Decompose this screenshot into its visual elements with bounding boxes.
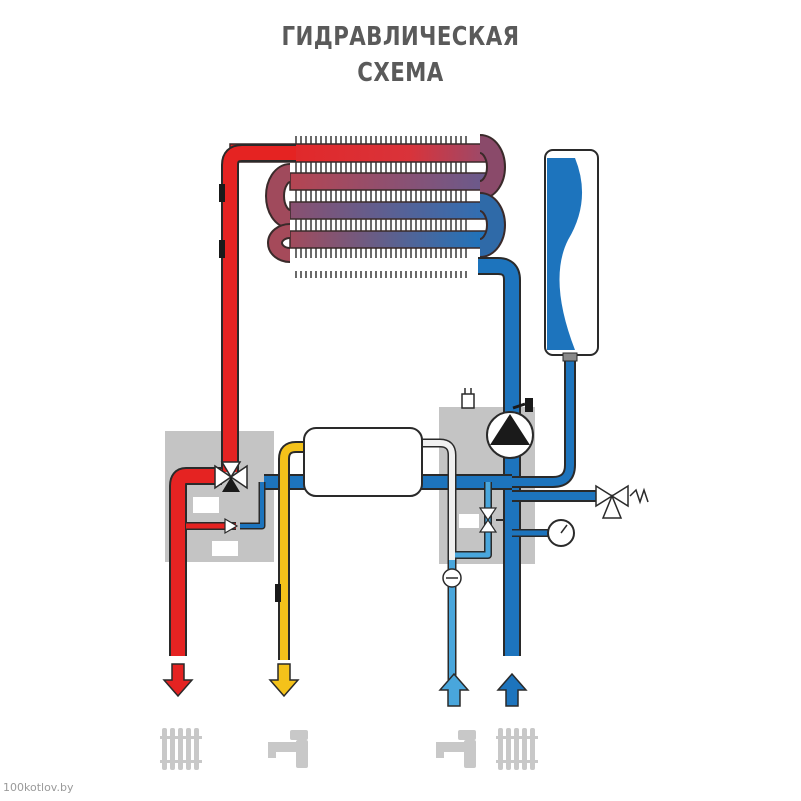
flow-sensor [275,584,281,602]
temperature-sensor-1 [219,184,225,202]
tap-icon [268,730,308,768]
expansion-tank-icon [544,149,599,362]
diagram-title-line1: ГИДРАВЛИЧЕСКАЯ [281,22,520,52]
diagram-title-line2: СХЕМА [357,58,444,88]
tap-icon [436,730,476,768]
bypass-valve-icon [459,507,503,533]
radiator-icon [160,728,202,770]
heating-flow-arrow [162,663,194,698]
safety-valve-icon [595,484,649,519]
heating-return-arrow [496,672,528,707]
primary-heat-exchanger-icon [229,134,506,278]
cold-water-inlet-arrow [438,672,470,707]
plate-heat-exchanger-icon [303,427,423,497]
filling-valve-icon [442,568,462,588]
watermark: 100kotlov.by [3,781,74,794]
temperature-sensor-2 [219,240,225,258]
pressure-gauge-icon [547,519,575,547]
circulation-pump-icon [486,398,534,459]
heating-return-pipe [240,257,596,656]
hot-water-pipe [278,441,320,660]
three-way-valve-icon [193,461,248,513]
radiator-icon [496,728,538,770]
check-valve-icon [212,517,239,556]
hot-water-arrow [268,663,300,698]
heating-flow-pipe [169,144,296,656]
air-vent-icon [461,388,475,409]
